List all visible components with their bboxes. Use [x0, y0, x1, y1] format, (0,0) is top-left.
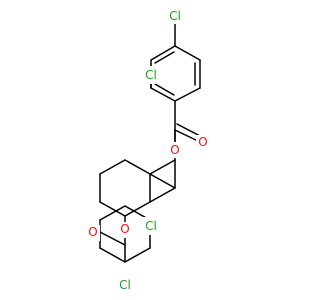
bond	[149, 187, 176, 203]
bond-layer	[99, 16, 201, 263]
atom-label-oxygen: O	[120, 222, 129, 236]
atom-label-background	[118, 222, 132, 238]
bond	[176, 123, 201, 137]
atom-label-oxygen: O	[88, 225, 97, 239]
atom-label-chlorine: Cl	[169, 9, 181, 23]
bond	[99, 247, 126, 263]
bond	[149, 159, 176, 175]
bond	[154, 51, 175, 64]
atom-label-chlorine: Cl	[119, 278, 131, 292]
bond	[99, 159, 126, 175]
bond	[174, 45, 201, 61]
structure-canvas: Cl Cl O O O O Cl Cl	[86, 6, 210, 294]
atom-label-oxygen: O	[170, 143, 179, 157]
bond	[124, 201, 151, 217]
atom-label-chlorine: Cl	[145, 219, 157, 233]
atom-label-background	[168, 142, 182, 158]
atom-label-background	[164, 6, 186, 24]
atom-label-background	[114, 276, 136, 294]
bond	[150, 45, 176, 61]
atom-label-background	[140, 217, 162, 235]
atom-label-background	[196, 135, 210, 151]
atom-label-oxygen: O	[198, 135, 207, 149]
bond	[99, 231, 126, 246]
bond	[174, 129, 201, 143]
bond	[149, 173, 176, 189]
atom-label-chlorine: Cl	[145, 68, 157, 82]
bond	[150, 87, 176, 102]
bond	[154, 83, 175, 96]
bond	[124, 159, 151, 175]
atom-label-background	[140, 66, 162, 84]
bond	[99, 201, 126, 217]
bond	[99, 205, 126, 221]
molecule-drawing: Cl Cl O O O O Cl Cl	[86, 6, 210, 294]
atom-label-layer: Cl Cl O O O O Cl Cl	[86, 6, 210, 294]
bond	[124, 247, 151, 263]
atom-label-background	[86, 225, 100, 241]
bond	[174, 87, 201, 102]
